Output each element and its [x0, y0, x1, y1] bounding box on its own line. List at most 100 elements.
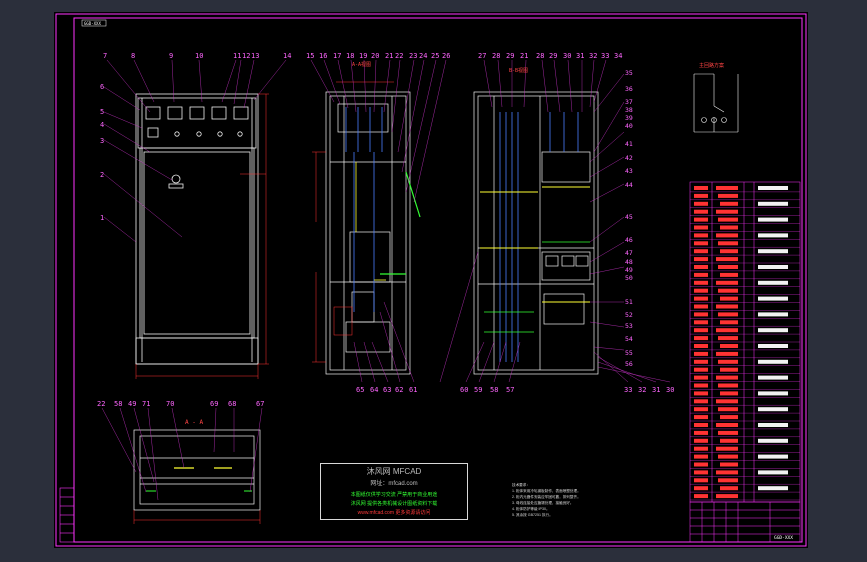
table-cell-mark — [720, 438, 738, 443]
table-cell-mark — [694, 304, 708, 309]
table-cell-mark — [694, 249, 708, 254]
table-cell-mark — [694, 217, 708, 222]
table-cell-mark — [694, 233, 708, 238]
callout-41: 41 — [625, 140, 633, 148]
callout-21: 21 — [385, 52, 393, 60]
table-cell-mark — [716, 186, 738, 190]
table-cell-mark — [694, 399, 708, 404]
callout-13: 13 — [251, 52, 259, 60]
table-cell-mark — [758, 201, 788, 206]
table-cell-mark — [758, 438, 788, 443]
revision-strip — [59, 487, 75, 543]
callout-27: 27 — [478, 52, 486, 60]
callout-9: 9 — [169, 52, 173, 60]
table-cell-mark — [718, 193, 738, 198]
table-cell-mark — [758, 186, 788, 190]
callout-33b: 33 — [624, 386, 632, 394]
callout-23: 23 — [409, 52, 417, 60]
title-block — [689, 501, 801, 543]
rear-top-labels: 27 28 29 21 28 29 30 31 32 33 34 — [478, 52, 622, 60]
table-cell-mark — [694, 438, 708, 443]
side-details-yellow — [355, 162, 386, 281]
table-cell-mark — [694, 280, 708, 285]
callout-33: 33 — [601, 52, 609, 60]
table-cell-mark — [718, 217, 738, 222]
callout-3: 3 — [100, 137, 104, 145]
table-cell-mark — [694, 359, 708, 364]
callout-12: 12 — [242, 52, 250, 60]
table-cell-mark — [694, 312, 708, 317]
callout-34: 34 — [614, 52, 622, 60]
table-cell-mark — [694, 296, 708, 301]
callout-17: 17 — [333, 52, 341, 60]
table-cell-mark — [720, 201, 738, 206]
callout-16: 16 — [319, 52, 327, 60]
watermark-box: 沐风网 MFCAD 网址：mfcad.com 本图纸仅供学习交流 严禁用于商业用… — [320, 463, 468, 520]
table-cell-mark — [758, 296, 788, 301]
table-cell-mark — [758, 454, 788, 459]
callout-45: 45 — [625, 213, 633, 221]
table-cell-mark — [694, 383, 708, 388]
callout-70: 70 — [166, 400, 174, 408]
table-cell-mark — [694, 462, 708, 467]
tech-note-5: 5. 其余按 GB7251 执行。 — [512, 512, 553, 517]
callout-54: 54 — [625, 335, 633, 343]
callout-31b: 31 — [652, 386, 660, 394]
side-view-label: A-A视图 — [352, 61, 371, 68]
cad-viewport[interactable]: GGD-XXX — [54, 12, 808, 548]
callout-63: 63 — [383, 386, 391, 394]
table-cell-mark — [716, 209, 738, 214]
tech-note-3: 3. 母线连接处应搪锡处理，接触良好。 — [512, 500, 574, 505]
callout-25: 25 — [431, 52, 439, 60]
side-labels: 15 16 17 18 19 20 21 22 23 24 25 26 65 6… — [306, 52, 450, 394]
section-view-label: A - A — [185, 419, 203, 426]
watermark-title: 沐风网 MFCAD — [366, 467, 422, 476]
table-cell-mark — [694, 375, 708, 380]
callout-60: 60 — [460, 386, 468, 394]
tech-note-1: 1. 柜体采用冷轧钢板制作，表面喷塑处理。 — [512, 488, 581, 493]
callout-30: 30 — [563, 52, 571, 60]
table-cell-mark — [694, 486, 708, 491]
watermark-url: 网址：mfcad.com — [370, 481, 418, 487]
watermark-notice-1: 本图纸仅供学习交流 严禁用于商业用途 — [350, 492, 438, 498]
callout-15: 15 — [306, 52, 314, 60]
callout-59: 59 — [474, 386, 482, 394]
rear-bottom-right-leaders — [593, 351, 671, 383]
rear-bottom-labels: 60 59 58 57 33 32 31 30 — [460, 386, 674, 394]
table-cell-mark — [718, 312, 738, 317]
table-cell-mark — [720, 415, 738, 420]
callout-56: 56 — [625, 360, 633, 368]
table-cell-mark — [694, 454, 708, 459]
table-cell-mark — [718, 265, 738, 269]
rear-callout-leaders — [439, 59, 625, 383]
table-cell-mark — [694, 225, 708, 230]
callout-71: 71 — [142, 400, 150, 408]
callout-22b: 22 — [97, 400, 105, 408]
table-cell-mark — [694, 265, 708, 269]
callout-32b: 32 — [638, 386, 646, 394]
table-cell-mark — [718, 359, 738, 364]
callout-46: 46 — [625, 236, 633, 244]
callout-38: 38 — [625, 106, 633, 114]
table-cell-mark — [720, 367, 738, 372]
callout-28b: 28 — [536, 52, 544, 60]
table-cell-mark — [718, 454, 738, 459]
callout-48: 48 — [625, 258, 633, 266]
callout-10: 10 — [195, 52, 203, 60]
table-cell-mark — [720, 272, 738, 277]
tech-notes: 技术要求： 1. 柜体采用冷轧钢板制作，表面喷塑处理。 2. 柜内元器件安装应牢… — [512, 482, 581, 517]
tech-note-4: 4. 柜体防护等级 IP30。 — [512, 506, 550, 511]
callout-8: 8 — [131, 52, 135, 60]
table-cell-mark — [758, 249, 788, 254]
table-cell-mark — [694, 257, 708, 262]
table-cell-mark — [758, 265, 788, 269]
callout-61: 61 — [409, 386, 417, 394]
table-cell-mark — [758, 233, 788, 238]
table-cell-mark — [694, 470, 708, 475]
callout-62: 62 — [395, 386, 403, 394]
callout-52: 52 — [625, 311, 633, 319]
table-cell-mark — [758, 217, 788, 222]
table-cell-mark — [718, 407, 738, 412]
watermark-notice-2: 沐风网 提供各类机械设计图纸资料下载 — [350, 501, 438, 507]
table-cell-mark — [716, 375, 738, 380]
